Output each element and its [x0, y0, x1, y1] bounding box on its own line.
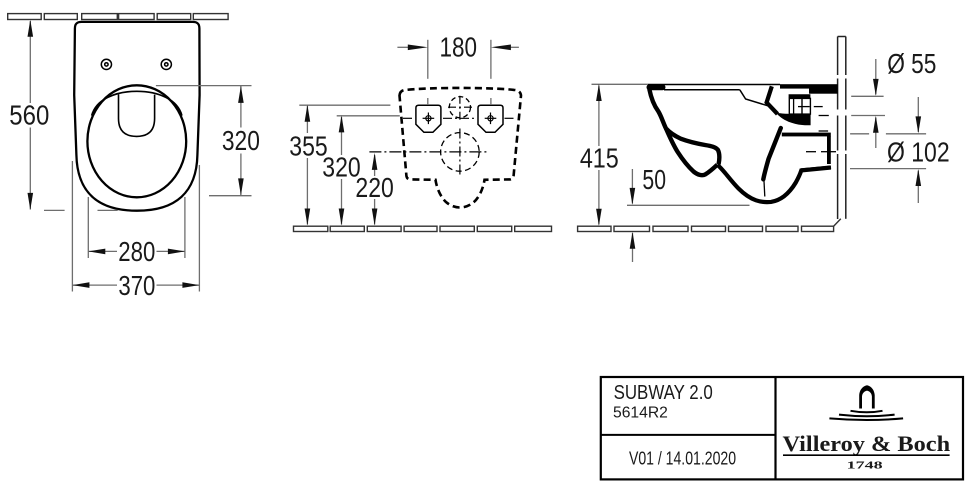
svg-text:370: 370: [118, 270, 155, 301]
svg-text:Ø 102: Ø 102: [887, 137, 950, 168]
svg-text:280: 280: [118, 236, 155, 267]
svg-text:V01 / 14.01.2020: V01 / 14.01.2020: [629, 448, 736, 469]
svg-text:355: 355: [289, 130, 327, 161]
svg-text:560: 560: [9, 100, 49, 131]
svg-text:320: 320: [222, 125, 260, 156]
svg-text:50: 50: [642, 164, 666, 195]
svg-text:1748: 1748: [847, 459, 884, 471]
svg-text:Ø 55: Ø 55: [887, 48, 936, 79]
svg-text:320: 320: [322, 152, 360, 183]
svg-text:415: 415: [580, 142, 619, 173]
svg-text:Villeroy & Boch: Villeroy & Boch: [783, 431, 951, 456]
svg-text:SUBWAY 2.0: SUBWAY 2.0: [614, 382, 713, 404]
svg-text:220: 220: [355, 172, 393, 203]
svg-text:180: 180: [439, 32, 477, 63]
svg-text:5614R2: 5614R2: [613, 404, 668, 421]
